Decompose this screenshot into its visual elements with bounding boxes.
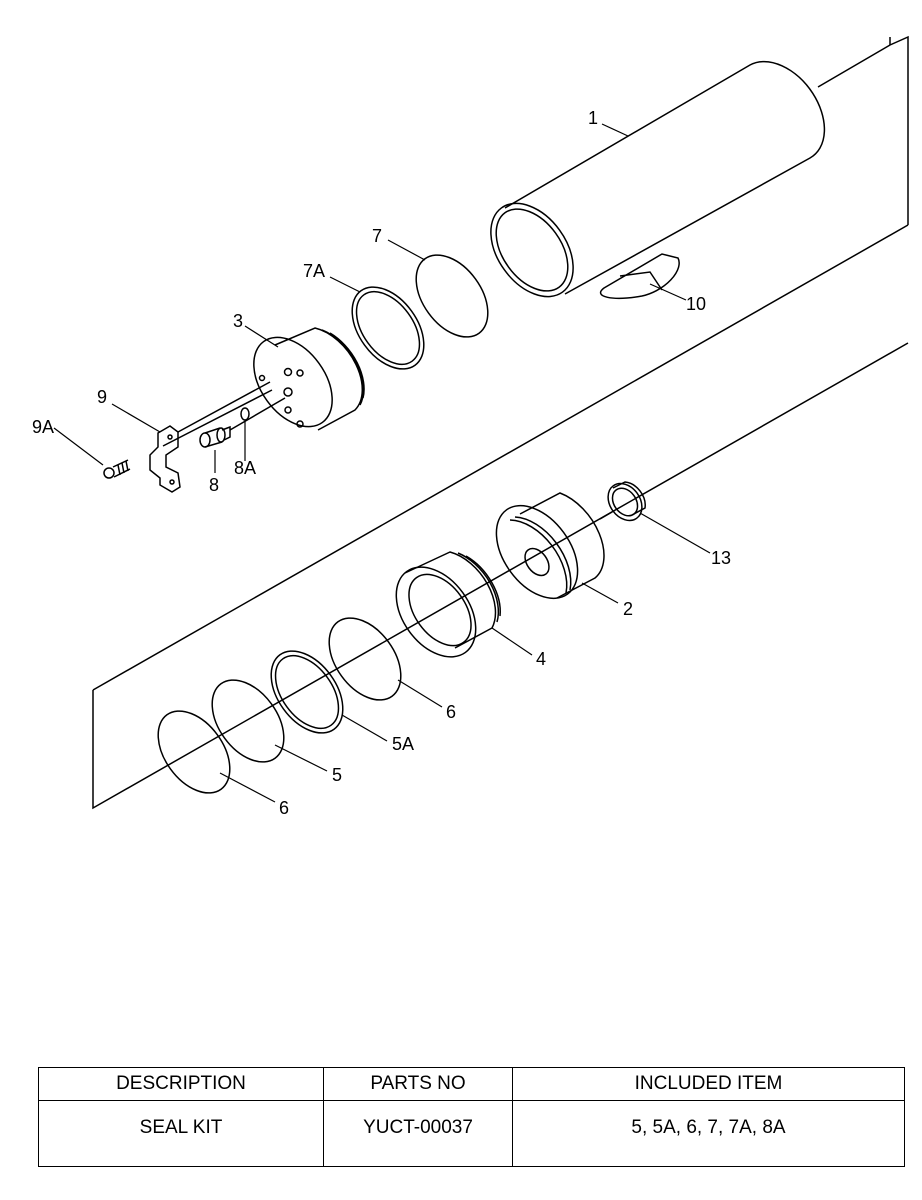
header-parts-no: PARTS NO	[323, 1067, 513, 1101]
callout-5a: 5A	[392, 734, 414, 754]
part-1-cylinder-tube	[490, 60, 826, 298]
part-7-o-ring	[415, 254, 489, 338]
part-7a-backup-ring	[351, 286, 425, 370]
part-4-piston-seal	[395, 551, 501, 658]
part-5a-backup-ring	[270, 650, 344, 734]
cell-description: SEAL KIT	[38, 1100, 324, 1167]
part-13-centerline	[599, 511, 613, 520]
callout-9a: 9A	[32, 417, 54, 437]
part-8-grease-fitting	[199, 425, 231, 448]
callout-2: 2	[623, 599, 633, 619]
callout-6-lower: 6	[279, 798, 289, 818]
callout-6-upper: 6	[446, 702, 456, 722]
callout-8: 8	[209, 475, 219, 495]
part-2-piston	[495, 492, 605, 600]
leader-lines	[53, 123, 711, 803]
part-3-head	[253, 327, 365, 431]
callout-13: 13	[711, 548, 731, 568]
callout-7: 7	[372, 226, 382, 246]
background-plane	[92, 35, 909, 810]
header-description: DESCRIPTION	[38, 1067, 324, 1101]
part-13-bushing	[607, 481, 646, 522]
callout-7a: 7A	[303, 261, 325, 281]
callout-1: 1	[588, 108, 598, 128]
callout-5: 5	[332, 765, 342, 785]
callout-4: 4	[536, 649, 546, 669]
parts-table: DESCRIPTION PARTS NO INCLUDED ITEM SEAL …	[38, 1067, 905, 1167]
part-8a-o-ring	[240, 407, 250, 421]
part-6-wear-ring-upper	[328, 617, 402, 701]
part-5-o-ring	[211, 679, 285, 763]
header-included-item: INCLUDED ITEM	[512, 1067, 905, 1101]
part-9-bracket	[149, 425, 181, 493]
table-row: SEAL KIT YUCT-00037 5, 5A, 6, 7, 7A, 8A	[38, 1100, 905, 1167]
callout-9: 9	[97, 387, 107, 407]
table-header-row: DESCRIPTION PARTS NO INCLUDED ITEM	[38, 1067, 905, 1101]
cell-included-item: 5, 5A, 6, 7, 7A, 8A	[512, 1100, 905, 1167]
callout-labels: 1 7 7A 3 9 9A 8 8A 10 13 2 4 6 5A 5 6	[32, 108, 731, 818]
part-6-wear-ring-lower	[157, 710, 231, 794]
callout-8a: 8A	[234, 458, 256, 478]
assembly-centerline	[162, 381, 286, 447]
part-9a-screw	[103, 459, 131, 479]
callout-3: 3	[233, 311, 243, 331]
part-10-nameplate	[599, 253, 680, 299]
cell-parts-no: YUCT-00037	[323, 1100, 513, 1167]
callout-10: 10	[686, 294, 706, 314]
